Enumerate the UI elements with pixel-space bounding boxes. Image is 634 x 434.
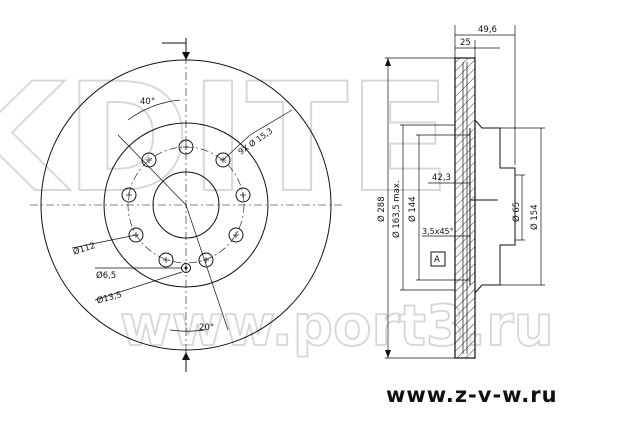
watermark-brand: KDITE <box>0 52 451 226</box>
watermark-site: www.port3.ru <box>120 294 554 359</box>
bore-diameter-label: Ø 65 <box>511 202 522 222</box>
friction-ring-section <box>454 57 476 359</box>
chamfer-label: 3,5x45° <box>422 227 454 236</box>
hat-diameter-label: Ø 144 <box>407 196 418 222</box>
depth-label: 42,3 <box>432 173 451 183</box>
bolt-diameter-label: Ø13,5 <box>95 289 123 306</box>
angle-20-label: 20° <box>199 323 214 333</box>
hat-width-label: 25 <box>460 38 471 48</box>
pilot-diameter-label: Ø6,5 <box>96 270 116 281</box>
side-view: 49,6 25 Ø 288 Ø 163,5 max. Ø 144 42,3 3,… <box>376 25 545 359</box>
pitch-diameter-label: Ø112 <box>72 240 97 258</box>
datum-label: A <box>434 255 440 265</box>
outer-diameter-label: Ø 288 <box>376 196 387 222</box>
friction-max-label: Ø 163,5 max. <box>391 180 402 238</box>
angle-40-label: 40° <box>140 97 155 107</box>
watermark: KDITE www.port3.ru <box>0 51 554 360</box>
inner-diameter-label: Ø 154 <box>529 204 540 230</box>
site-url[interactable]: www.z-v-w.ru <box>386 383 558 407</box>
overall-width-label: 49,6 <box>478 25 497 35</box>
